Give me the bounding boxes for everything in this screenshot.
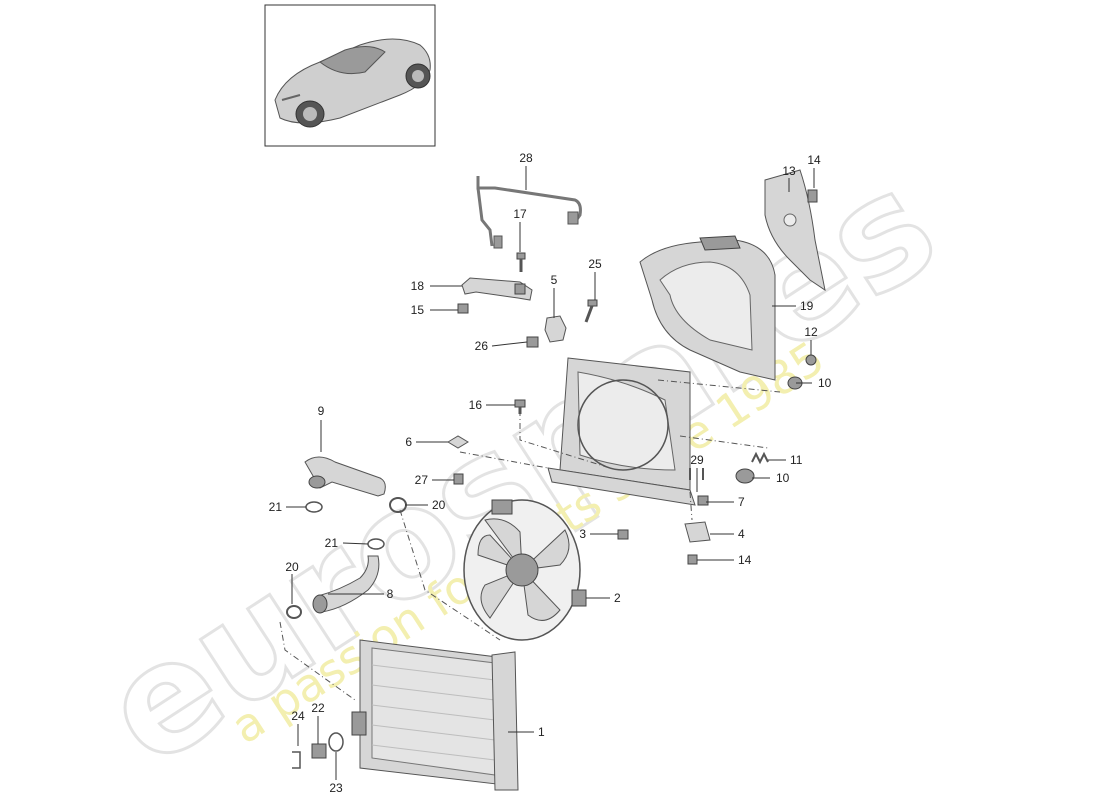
callout-26: 26 xyxy=(475,339,489,353)
part-7-clip xyxy=(697,495,709,506)
part-19-shroud xyxy=(639,235,776,381)
fan-frame xyxy=(547,357,696,506)
assembly-lines xyxy=(279,379,781,701)
callout-19: 19 xyxy=(800,299,814,313)
callout-2: 2 xyxy=(614,591,621,605)
part-10-grommet-lower xyxy=(735,468,755,484)
part-13-cover xyxy=(764,169,826,292)
part-9-hose xyxy=(304,456,386,497)
callout-14-bottom: 14 xyxy=(738,553,752,567)
callout-17: 17 xyxy=(513,207,527,221)
callout-29: 29 xyxy=(690,453,704,467)
callout-4: 4 xyxy=(738,527,745,541)
callout-16: 16 xyxy=(469,398,483,412)
part-5-clip xyxy=(544,315,567,343)
callout-6: 6 xyxy=(405,435,412,449)
part-27-bolt xyxy=(453,473,464,485)
part-20-clamp-lower xyxy=(286,605,302,619)
callout-24: 24 xyxy=(291,709,305,723)
part-3-bolt xyxy=(617,529,629,540)
callout-14-top: 14 xyxy=(807,153,821,167)
callout-13: 13 xyxy=(782,164,796,178)
callout-20-upper: 20 xyxy=(432,498,446,512)
callout-22: 22 xyxy=(311,701,325,715)
callout-1: 1 xyxy=(538,725,545,739)
callout-5: 5 xyxy=(551,273,558,287)
part-1-radiator xyxy=(351,639,519,791)
callout-21-upper: 21 xyxy=(269,500,283,514)
part-11-spring xyxy=(751,451,769,465)
part-24-clip xyxy=(292,751,301,769)
callout-27: 27 xyxy=(415,473,429,487)
callout-21-mid: 21 xyxy=(325,536,339,550)
callout-9: 9 xyxy=(318,404,325,418)
part-22-plug xyxy=(311,743,327,759)
part-17-bolt xyxy=(516,252,526,272)
callout-11: 11 xyxy=(790,453,803,467)
car-thumbnail xyxy=(264,4,436,147)
callout-23: 23 xyxy=(329,781,343,795)
callout-7: 7 xyxy=(738,495,745,509)
callout-10-lower: 10 xyxy=(776,471,790,485)
part-2-fan xyxy=(463,499,587,641)
part-6-clip xyxy=(447,435,469,449)
part-4-bracket xyxy=(684,521,711,543)
callout-8: 8 xyxy=(387,587,394,601)
part-8-hose xyxy=(312,555,380,614)
part-29-bolts xyxy=(689,468,704,480)
part-25-bolt xyxy=(584,299,598,323)
callout-20-lower: 20 xyxy=(285,560,299,574)
callout-25: 25 xyxy=(588,257,602,271)
part-12-grommet xyxy=(805,354,817,366)
callout-10-upper: 10 xyxy=(818,376,832,390)
callout-labels: 28 17 18 15 25 5 26 13 14 19 12 10 16 6 … xyxy=(269,151,832,795)
car-illustration xyxy=(274,38,431,128)
callout-15: 15 xyxy=(411,303,425,317)
callout-12: 12 xyxy=(804,325,818,339)
callout-3: 3 xyxy=(579,527,586,541)
part-15-nut xyxy=(457,303,469,314)
part-26-clip xyxy=(526,336,539,348)
part-14-clip-bottom xyxy=(687,554,698,565)
callout-18: 18 xyxy=(411,279,425,293)
callout-28: 28 xyxy=(519,151,533,165)
part-28-pipe xyxy=(476,176,582,249)
part-14-clip-top xyxy=(807,189,818,203)
part-18-bracket xyxy=(461,277,533,301)
part-23-ring xyxy=(328,732,344,752)
leader-lines xyxy=(286,166,815,780)
